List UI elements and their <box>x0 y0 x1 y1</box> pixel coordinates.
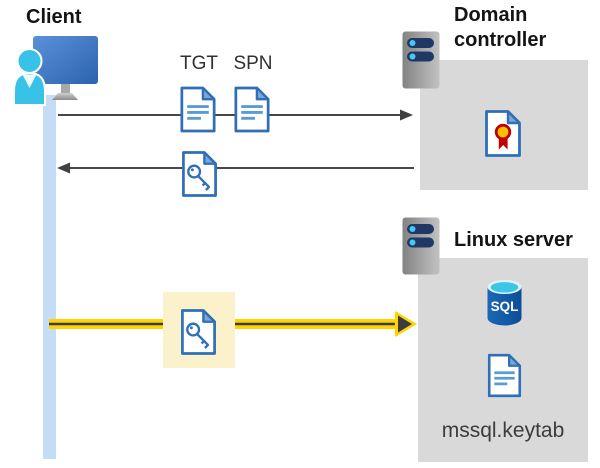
certificate-icon <box>483 109 523 158</box>
ticket-response-arrow <box>57 162 414 174</box>
client-lifeline <box>43 95 56 459</box>
domain-controller-label: Domain controller <box>454 4 547 51</box>
client-label: Client <box>26 6 82 28</box>
linux-server-label: Linux server <box>454 229 573 251</box>
keytab-file-label: mssql.keytab <box>441 419 565 442</box>
sql-badge-text: SQL <box>491 299 519 314</box>
tgt-document-icon <box>178 86 218 133</box>
linux-server-server-icon <box>402 217 440 275</box>
highlighted-key-document-icon <box>179 308 218 356</box>
spn-document-icon <box>232 86 272 133</box>
service-ticket-key-document-icon <box>180 150 219 198</box>
keytab-document-icon <box>486 352 523 399</box>
sql-database-icon: SQL <box>487 280 522 326</box>
tgt-spn-request-arrow <box>58 109 413 121</box>
domain-controller-server-icon <box>402 31 440 89</box>
tgt-label: TGT <box>180 53 218 74</box>
client-workstation-icon <box>13 36 98 106</box>
spn-label: SPN <box>233 53 273 74</box>
